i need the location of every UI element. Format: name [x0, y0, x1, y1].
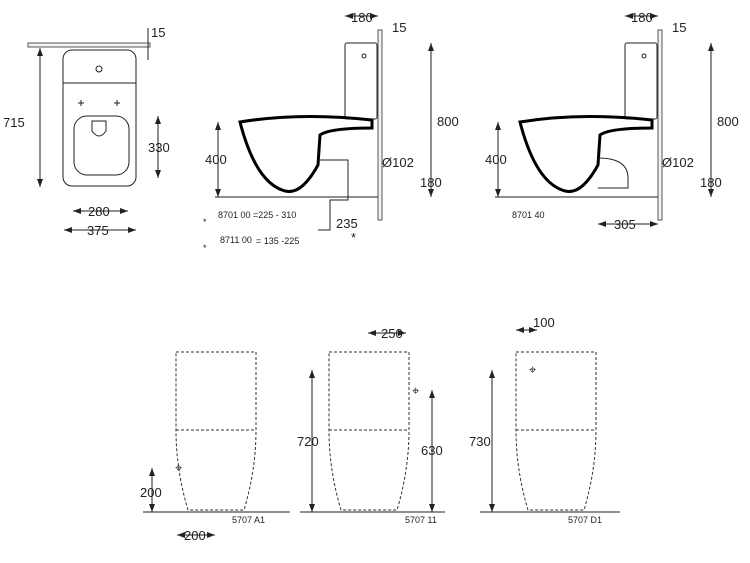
dim-tank-height: 720: [297, 434, 319, 449]
part-code: 8701 40: [512, 210, 545, 220]
dim-pipe: Ø102: [662, 155, 694, 170]
front-view-11: ⌖ 250 720 630 5707 11: [297, 326, 445, 525]
side-view-1: 400 180 15 800 Ø102 180 235 * * 8701 00 …: [203, 10, 459, 253]
dim-inlet-offset: 200: [184, 528, 206, 543]
dim-depth: 715: [3, 115, 25, 130]
dim-width: 375: [87, 223, 109, 238]
toilet-outline: [62, 49, 137, 187]
note-mark: *: [203, 243, 207, 253]
note-range: =225 - 310: [253, 210, 296, 220]
wall: [657, 29, 663, 221]
dim-inlet-height: 200: [140, 485, 162, 500]
wall: [377, 29, 383, 221]
inlet-mark: ⌖: [175, 460, 183, 475]
dim-pipe: Ø102: [382, 155, 414, 170]
dim-offset: 100: [533, 315, 555, 330]
dim-wall-gap: 15: [151, 25, 165, 40]
dim-inner-width: 280: [88, 204, 110, 219]
note-code: 8711 00: [220, 235, 252, 245]
cistern: [624, 42, 658, 120]
dim-inlet-height: 630: [421, 443, 443, 458]
dim-height: 800: [437, 114, 459, 129]
dim-pipe-height: 180: [700, 175, 722, 190]
dim-tank-height: 730: [469, 434, 491, 449]
dim-seat-height: 400: [205, 152, 227, 167]
dim-outlet: 305: [614, 217, 636, 232]
front-view-a1: ⌖ 200 200 5707 A1: [140, 351, 290, 543]
flush-button-icon: [95, 65, 103, 73]
dim-wall-gap: 15: [672, 20, 686, 35]
dim-height: 800: [717, 114, 739, 129]
dim-tank-depth: 180: [631, 10, 653, 25]
top-view: 715 330 280 375 15: [3, 25, 170, 238]
note-code: 8701 00: [218, 210, 251, 220]
dim-tank-depth: 180: [351, 10, 373, 25]
dim-pipe-height: 180: [420, 175, 442, 190]
wall: [27, 42, 151, 48]
dim-spacing: 250: [381, 326, 403, 341]
inlet-mark: ⌖: [529, 362, 537, 377]
front-view-d1: ⌖ 100 730 5707 D1: [469, 315, 620, 525]
model-number: 5707 A1: [232, 515, 265, 525]
bowl: [238, 114, 374, 193]
dim-wall-gap: 15: [392, 20, 406, 35]
cistern: [344, 42, 378, 120]
model-number: 5707 D1: [568, 515, 602, 525]
seat-outline: [73, 115, 130, 176]
bowl: [518, 114, 654, 193]
asterisk: *: [351, 230, 356, 245]
inlet-mark: ⌖: [412, 383, 420, 398]
dim-seat: 330: [148, 140, 170, 155]
dim-outlet: 235: [336, 216, 358, 231]
model-number: 5707 11: [405, 515, 437, 525]
side-view-2: 400 180 15 800 Ø102 180 305 8701 40: [485, 10, 739, 232]
dim-seat-height: 400: [485, 152, 507, 167]
note-mark: *: [203, 217, 207, 227]
note-range: = 135 -225: [256, 236, 299, 246]
